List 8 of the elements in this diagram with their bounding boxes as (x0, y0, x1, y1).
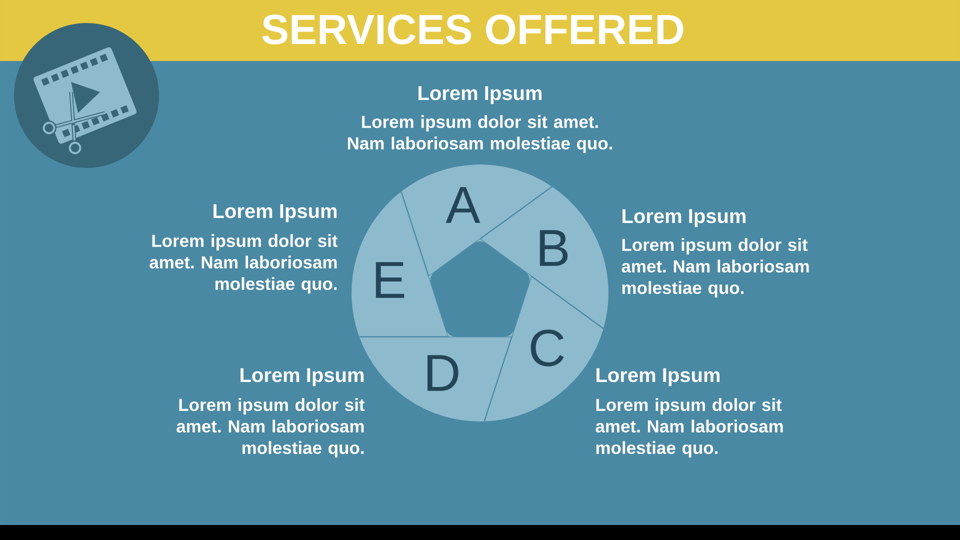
description: Lorem ipsum dolor sit amet. Nam laboriosam molestiae quo. (348, 115, 612, 153)
description: Lorem ipsum dolor sit amet. Nam laboriosam molestiae quo. (622, 238, 809, 298)
circle-segment: B (479, 186, 610, 330)
heading: Lorem Ipsum (214, 204, 337, 222)
heading: Lorem Ipsum (418, 86, 542, 104)
heading: Lorem Ipsum (622, 209, 746, 228)
description: Lorem ipsum dolor sit amet. Nam laboriosam molestiae quo. (150, 234, 338, 294)
title: SERVICES OFFERED (262, 14, 684, 44)
